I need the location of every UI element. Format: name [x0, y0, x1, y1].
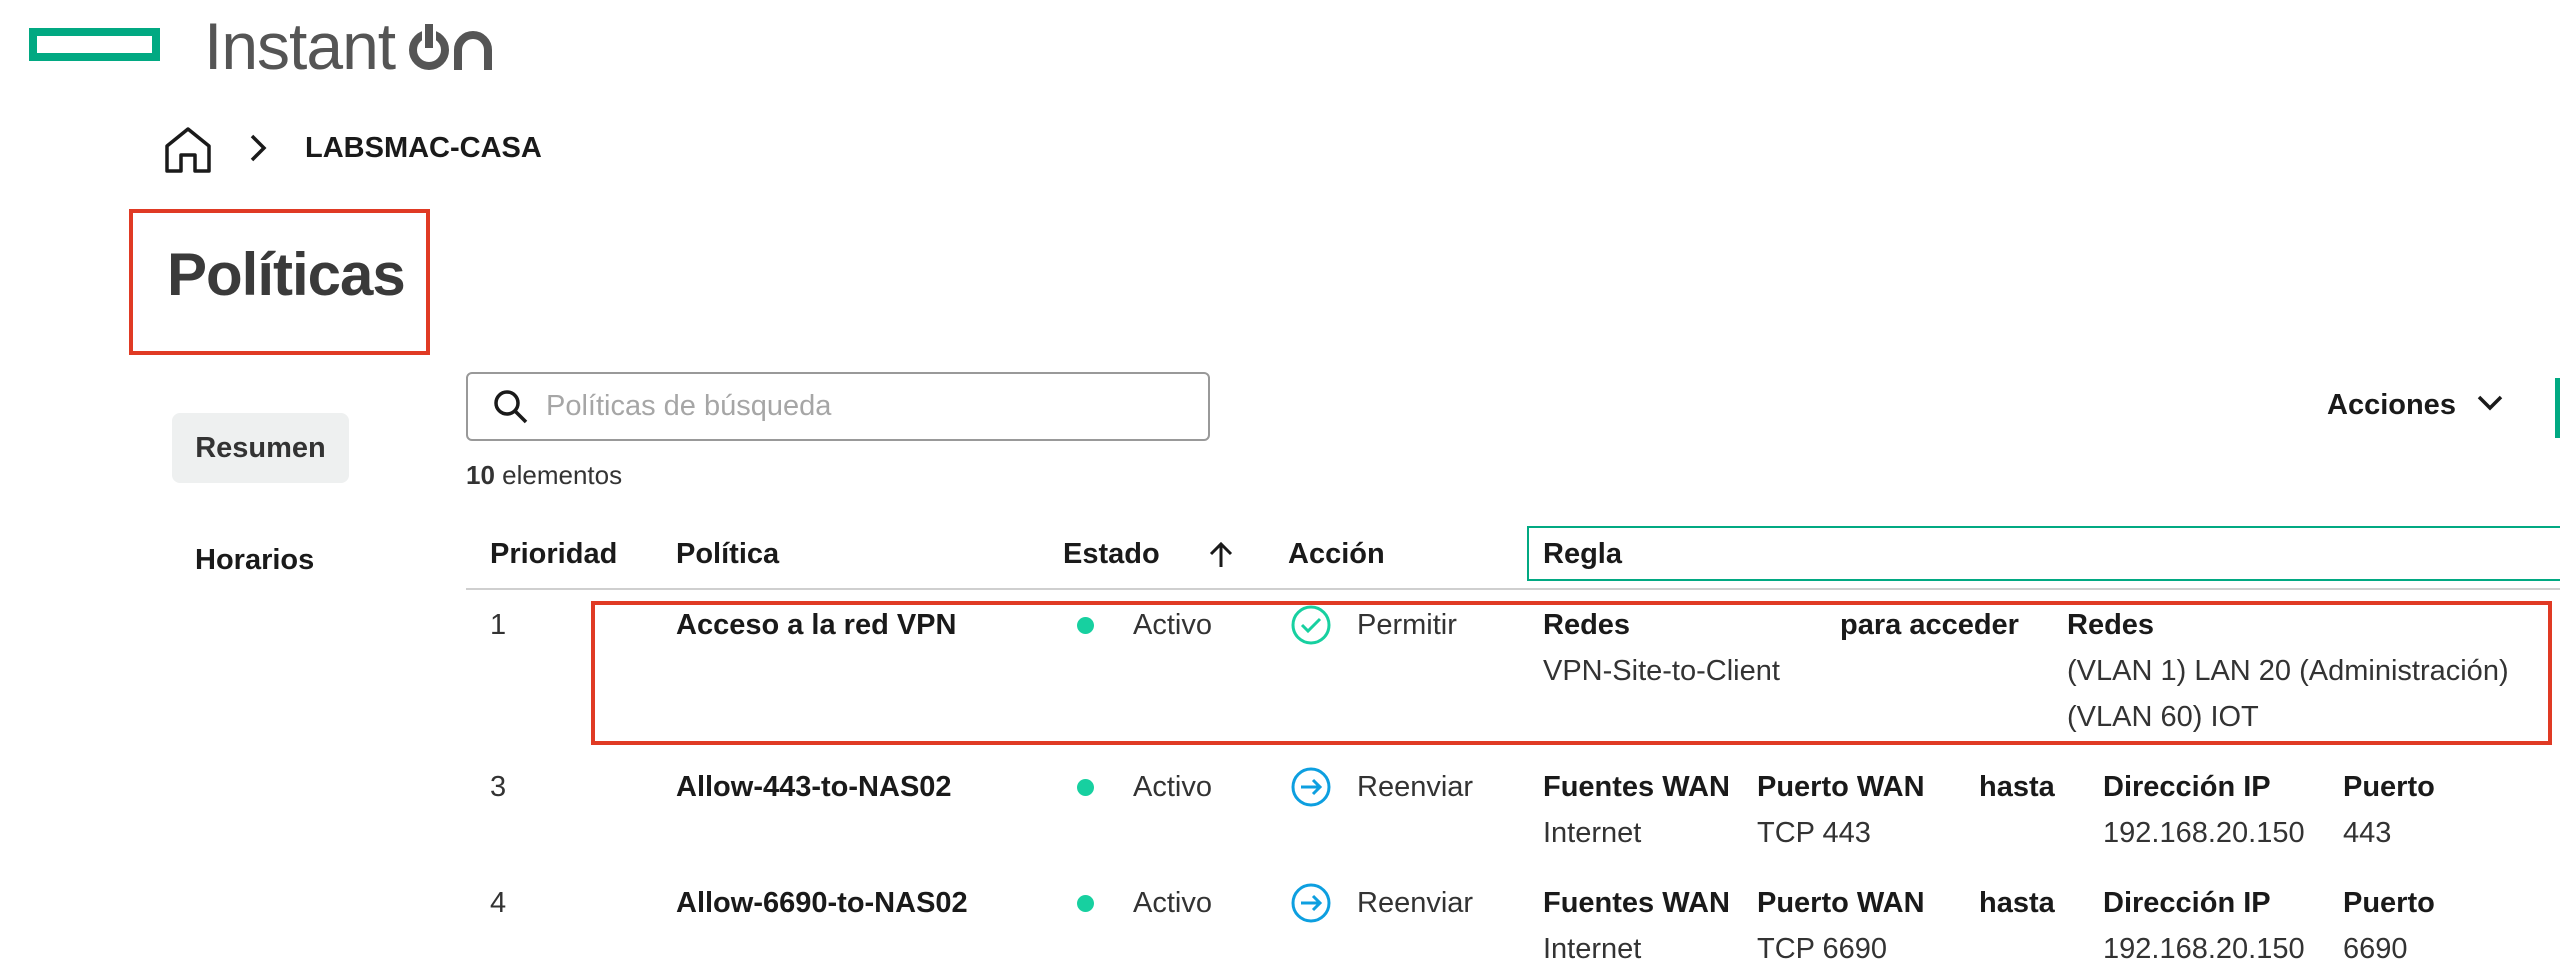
rule-label: Redes	[1543, 609, 1631, 641]
hpe-logo-icon	[29, 28, 160, 61]
rule-label: Fuentes WAN	[1543, 771, 1730, 803]
rule-label: hasta	[1979, 887, 2055, 919]
rule-value: TCP 6690	[1757, 933, 1888, 965]
status-active-dot	[1077, 895, 1094, 912]
cell-action: Reenviar	[1357, 887, 1474, 919]
rule-value: (VLAN 1) LAN 20 (Administración)	[2067, 655, 2509, 687]
rule-value: Internet	[1543, 933, 1642, 965]
rule-value: VPN-Site-to-Client	[1543, 655, 1780, 687]
row-highlight-box	[591, 601, 2552, 745]
cell-status: Activo	[1133, 609, 1212, 641]
rule-label: Dirección IP	[2103, 887, 2271, 919]
column-header-rule-focus[interactable]	[1527, 526, 2560, 581]
actions-button[interactable]: Acciones	[2327, 389, 2456, 421]
toolbar-edge-button[interactable]	[2555, 378, 2560, 438]
cell-action: Permitir	[1357, 609, 1457, 641]
rule-value: 192.168.20.150	[2103, 817, 2305, 849]
cell-policy[interactable]: Acceso a la red VPN	[676, 609, 957, 641]
rule-value: TCP 443	[1757, 817, 1871, 849]
rule-label: para acceder	[1840, 609, 2019, 641]
cell-priority: 3	[490, 771, 507, 803]
nav-item-horarios[interactable]: Horarios	[195, 544, 315, 576]
page-title: Políticas	[167, 241, 406, 308]
rule-label: Puerto	[2343, 771, 2435, 803]
rule-label: Puerto	[2343, 887, 2435, 919]
arrow-right-circle-icon	[1290, 882, 1332, 929]
column-header-rule[interactable]: Regla	[1543, 538, 1622, 570]
brand-name: Instant	[204, 9, 396, 83]
check-circle-icon	[1290, 604, 1332, 651]
rule-value: 6690	[2343, 933, 2408, 965]
arrow-right-circle-icon	[1290, 766, 1332, 813]
column-header-action[interactable]: Acción	[1288, 538, 1385, 570]
status-active-dot	[1077, 779, 1094, 796]
nav-item-resumen[interactable]: Resumen	[172, 413, 349, 483]
chevron-right-icon	[248, 133, 268, 168]
home-icon[interactable]	[163, 126, 213, 179]
column-header-policy[interactable]: Política	[676, 538, 780, 570]
cell-status: Activo	[1133, 771, 1212, 803]
column-header-priority[interactable]: Prioridad	[490, 538, 618, 570]
rule-value: (VLAN 60) IOT	[2067, 701, 2259, 733]
cell-action: Reenviar	[1357, 771, 1474, 803]
rule-label: Fuentes WAN	[1543, 887, 1730, 919]
cell-priority: 1	[490, 609, 507, 641]
search-icon	[492, 388, 530, 431]
rule-label: Puerto WAN	[1757, 771, 1925, 803]
search-box	[466, 372, 1210, 441]
cell-priority: 4	[490, 887, 507, 919]
rule-value: 443	[2343, 817, 2392, 849]
chevron-down-icon[interactable]	[2476, 392, 2504, 419]
rule-label: Dirección IP	[2103, 771, 2271, 803]
cell-status: Activo	[1133, 887, 1212, 919]
status-active-dot	[1077, 617, 1094, 634]
search-input[interactable]	[546, 381, 1186, 431]
rule-value: 192.168.20.150	[2103, 933, 2305, 965]
brand-on-logo	[408, 18, 496, 79]
item-count-number: 10	[466, 460, 495, 490]
item-count: 10 elementos	[466, 460, 622, 491]
rule-label: Puerto WAN	[1757, 887, 1925, 919]
rule-value: Internet	[1543, 817, 1642, 849]
title-highlight-box	[129, 209, 430, 355]
rule-label: Redes	[2067, 609, 2155, 641]
header-divider	[466, 588, 2560, 590]
column-header-status[interactable]: Estado	[1063, 538, 1160, 570]
arrow-up-icon[interactable]	[1208, 541, 1234, 574]
cell-policy[interactable]: Allow-6690-to-NAS02	[676, 887, 968, 919]
power-icon	[409, 22, 492, 70]
cell-policy[interactable]: Allow-443-to-NAS02	[676, 771, 952, 803]
item-count-label: elementos	[502, 460, 623, 490]
rule-label: hasta	[1979, 771, 2055, 803]
breadcrumb-current[interactable]: LABSMAC-CASA	[305, 132, 542, 164]
